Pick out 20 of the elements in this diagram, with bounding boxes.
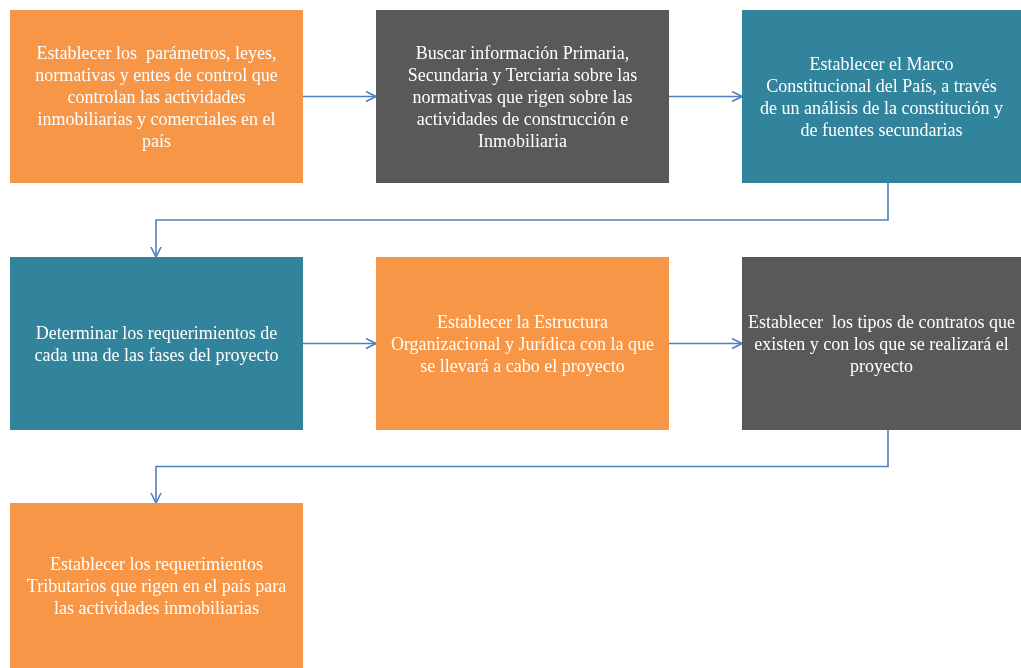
process-box bbox=[10, 10, 303, 183]
arrow bbox=[150, 429, 889, 504]
process-box bbox=[742, 10, 1021, 183]
step-text: Determinar los requerimientos de cada una de las fases del proyecto bbox=[33, 321, 280, 366]
process-box bbox=[376, 257, 669, 430]
arrow bbox=[302, 90, 377, 103]
process-box bbox=[376, 10, 669, 183]
process-box bbox=[10, 257, 303, 430]
process-box bbox=[742, 257, 1021, 430]
arrow bbox=[668, 90, 743, 103]
arrow bbox=[302, 337, 377, 350]
step-text: Establecer los tipos de contratos que existen y con los que se realizará el proyecto bbox=[748, 310, 1015, 377]
process-box bbox=[10, 503, 303, 668]
step-text: Establecer los parámetros, leyes, normativas y entes de control que controlan las actividades inmobiliarias y comerciales en el país bbox=[34, 41, 279, 152]
step-text: Establecer los requerimientos Tributarios que rigen en el país para las actividades inmobiliarias bbox=[25, 552, 288, 619]
step-text: Buscar información Primaria, Secundaria y Terciaria sobre las normativas que rigen sobre las actividades de construcción e Inmobiliaria bbox=[406, 41, 639, 152]
arrow bbox=[150, 182, 889, 258]
step-text: Establecer el Marco Constitucional del País, a través de un análisis de la constitución y de fuentes secundarias bbox=[759, 52, 1004, 141]
step-text: Establecer la Estructura Organizacional y Jurídica con la que se llevará a cabo el proyecto bbox=[390, 310, 655, 377]
arrow bbox=[668, 337, 743, 350]
